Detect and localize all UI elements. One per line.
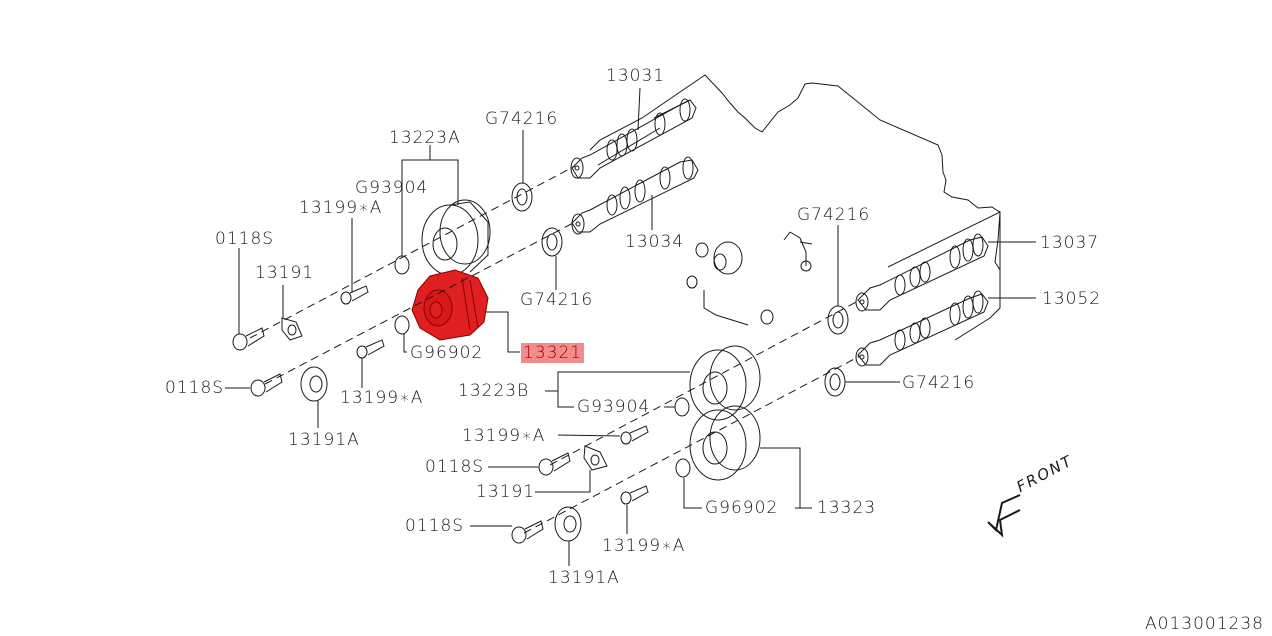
bolt-0118s-bottom[interactable]	[512, 521, 543, 543]
sprocket-13223a[interactable]	[422, 200, 490, 275]
bolt-13199a-low[interactable]	[621, 426, 648, 444]
part-label-13199a[interactable]: 13199∗A	[299, 198, 383, 218]
oil-seal-low-right[interactable]	[825, 368, 845, 396]
cam-actuator-13321-highlighted[interactable]	[412, 270, 488, 340]
cam-cover-line-1	[598, 100, 690, 165]
part-label-g74216[interactable]: G74216	[485, 109, 559, 129]
bolt-0118s-low[interactable]	[539, 453, 570, 475]
part-label-13191[interactable]: 13191	[255, 263, 315, 283]
sprocket-13223b[interactable]	[690, 346, 760, 420]
plate-13191a-bottom[interactable]	[555, 507, 581, 541]
camshaft-13037[interactable]	[856, 234, 988, 311]
plate-13191-low[interactable]	[584, 446, 607, 470]
oil-seal-top-left[interactable]	[512, 183, 532, 211]
part-label-13052[interactable]: 13052	[1042, 289, 1102, 309]
camshaft-13031[interactable]	[571, 99, 696, 178]
part-label-g96902[interactable]: G96902	[410, 343, 484, 363]
part-label-13191a[interactable]: 13191A	[548, 568, 620, 588]
plate-13191a-top[interactable]	[301, 367, 327, 401]
bolt-13199a-bottom[interactable]	[621, 486, 648, 504]
o-ring-g96902-top[interactable]	[395, 316, 409, 334]
bolt-13199a-mid[interactable]	[357, 340, 384, 358]
bolt-0118s-top[interactable]	[233, 328, 264, 350]
part-label-g74216[interactable]: G74216	[797, 205, 871, 225]
part-label-13191a[interactable]: 13191A	[288, 430, 360, 450]
right-cover-outline	[888, 212, 1000, 340]
sprocket-13323[interactable]	[690, 406, 760, 480]
camshaft-13034[interactable]	[572, 157, 698, 234]
part-label-13034[interactable]: 13034	[625, 232, 685, 252]
part-label-0118s[interactable]: 0118S	[405, 516, 465, 536]
part-label-g96902[interactable]: G96902	[705, 498, 779, 518]
part-label-0118s[interactable]: 0118S	[165, 378, 225, 398]
part-label-13321-highlighted[interactable]: 13321	[521, 343, 585, 363]
tensioner-assembly	[687, 232, 812, 325]
part-label-13031[interactable]: 13031	[606, 66, 666, 86]
bolt-0118s-mid[interactable]	[251, 374, 282, 396]
part-label-13199a[interactable]: 13199∗A	[462, 426, 546, 446]
diagram-reference-code: A013001238	[1145, 614, 1264, 634]
part-label-13037[interactable]: 13037	[1040, 233, 1100, 253]
part-label-g93904[interactable]: G93904	[355, 178, 429, 198]
plate-13191-top[interactable]	[282, 318, 302, 340]
part-label-13323[interactable]: 13323	[817, 498, 877, 518]
part-label-13199a[interactable]: 13199∗A	[340, 388, 424, 408]
front-direction-arrow-icon	[988, 495, 1020, 535]
part-label-13223b[interactable]: 13223B	[458, 381, 530, 401]
part-label-13223a[interactable]: 13223A	[389, 128, 461, 148]
o-ring-g93904-low[interactable]	[675, 398, 689, 416]
part-label-0118s[interactable]: 0118S	[215, 229, 275, 249]
part-label-g74216[interactable]: G74216	[902, 373, 976, 393]
assembly-axis-lines	[250, 166, 860, 533]
bolt-13199a-top[interactable]	[341, 286, 368, 304]
o-ring-g93904-top[interactable]	[395, 256, 409, 274]
camshaft-13052[interactable]	[856, 291, 988, 366]
o-ring-g96902-low[interactable]	[676, 459, 690, 477]
part-label-13199a[interactable]: 13199∗A	[602, 536, 686, 556]
part-label-0118s[interactable]: 0118S	[425, 457, 485, 477]
part-label-g74216[interactable]: G74216	[520, 290, 594, 310]
leader-lines	[225, 88, 1036, 566]
part-label-g93904[interactable]: G93904	[577, 397, 651, 417]
part-label-13191[interactable]: 13191	[476, 482, 536, 502]
engine-block-outline	[590, 75, 1000, 212]
oil-seal-mid-left[interactable]	[542, 228, 562, 256]
oil-seal-top-right[interactable]	[828, 306, 848, 334]
